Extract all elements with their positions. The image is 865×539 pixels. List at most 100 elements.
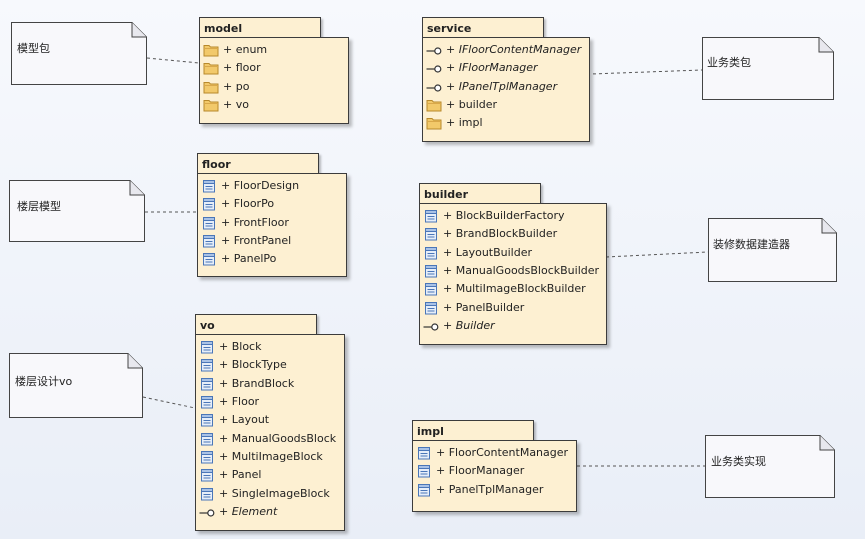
package-item[interactable]: + ManualGoodsBlockBuilder xyxy=(420,262,606,280)
connector-model xyxy=(146,57,200,64)
note-model[interactable]: 模型包 xyxy=(11,22,147,85)
class-icon xyxy=(199,487,215,501)
package-item[interactable]: + floor xyxy=(200,59,348,77)
package-item[interactable]: + SingleImageBlock xyxy=(196,484,344,502)
interface-icon xyxy=(426,80,442,94)
package-item[interactable]: + FloorPo xyxy=(198,195,346,213)
package-item[interactable]: + PanelTplManager xyxy=(413,481,576,499)
package-item-label: + SingleImageBlock xyxy=(219,486,330,500)
interface-icon xyxy=(423,319,439,333)
note-builder[interactable]: 装修数据建造器 xyxy=(708,218,837,282)
package-item[interactable]: + LayoutBuilder xyxy=(420,244,606,262)
package-item[interactable]: + IFloorContentManager xyxy=(423,41,589,59)
package-service[interactable]: service+ IFloorContentManager+ IFloorMan… xyxy=(422,17,590,142)
package-body: + IFloorContentManager + IFloorManager + I… xyxy=(422,37,590,142)
folder-icon xyxy=(203,98,219,112)
package-item[interactable]: + FrontFloor xyxy=(198,214,346,232)
package-item[interactable]: + po xyxy=(200,78,348,96)
package-item[interactable]: + Builder xyxy=(420,317,606,335)
package-item-label: + FrontPanel xyxy=(221,234,292,248)
package-item[interactable]: + impl xyxy=(423,114,589,132)
package-item-label: + ManualGoodsBlock xyxy=(219,431,337,445)
package-item-label: + MultiImageBlockBuilder xyxy=(443,282,586,296)
package-item[interactable]: + enum xyxy=(200,41,348,59)
package-item-label: + MultiImageBlock xyxy=(219,449,323,463)
package-item[interactable]: + FloorDesign xyxy=(198,177,346,195)
note-service[interactable]: 业务类包 xyxy=(702,37,834,100)
package-body: + Block + BlockType + BrandBlock + Floor + L… xyxy=(195,334,345,531)
class-icon xyxy=(199,468,215,482)
package-item[interactable]: + IPanelTplManager xyxy=(423,78,589,96)
package-item-label: + po xyxy=(223,79,250,93)
package-item[interactable]: + builder xyxy=(423,96,589,114)
class-icon xyxy=(416,483,432,497)
package-item[interactable]: + PanelBuilder xyxy=(420,298,606,316)
package-item[interactable]: + ManualGoodsBlock xyxy=(196,429,344,447)
note-floor-text: 楼层模型 xyxy=(17,200,61,213)
package-item[interactable]: + Element xyxy=(196,503,344,521)
package-item-label: + Element xyxy=(219,504,278,518)
package-item[interactable]: + IFloorManager xyxy=(423,59,589,77)
package-item[interactable]: + MultiImageBlockBuilder xyxy=(420,280,606,298)
package-title: floor xyxy=(197,153,319,174)
package-title: impl xyxy=(412,420,534,441)
package-item-label: + BlockBuilderFactory xyxy=(443,209,565,223)
package-item-label: + BrandBlockBuilder xyxy=(443,227,558,241)
connector-vo xyxy=(142,396,196,409)
package-item[interactable]: + Floor xyxy=(196,393,344,411)
package-item[interactable]: + BrandBlock xyxy=(196,375,344,393)
class-icon xyxy=(423,301,439,315)
class-icon xyxy=(201,252,217,266)
package-item[interactable]: + BlockBuilderFactory xyxy=(420,207,606,225)
package-item[interactable]: + FrontPanel xyxy=(198,232,346,250)
package-vo[interactable]: vo+ Block+ BlockType+ BrandBlock+ Floor+… xyxy=(195,314,345,531)
package-item-label: + IFloorManager xyxy=(446,61,538,75)
connector-builder xyxy=(605,251,709,258)
interface-icon xyxy=(426,43,442,57)
package-item-label: + FloorManager xyxy=(436,464,525,478)
package-title: model xyxy=(199,17,321,38)
package-body: + enum + floor + po + vo xyxy=(199,37,349,124)
package-item[interactable]: + FloorManager xyxy=(413,462,576,480)
note-service-text: 业务类包 xyxy=(707,56,751,69)
package-item[interactable]: + Block xyxy=(196,338,344,356)
package-item-label: + PanelTplManager xyxy=(436,482,544,496)
package-item[interactable]: + PanelPo xyxy=(198,250,346,268)
note-vo[interactable]: 楼层设计vo xyxy=(9,353,143,418)
class-icon xyxy=(199,340,215,354)
note-impl-text: 业务类实现 xyxy=(711,455,766,468)
package-item-label: + floor xyxy=(223,61,261,75)
package-item-label: + FloorDesign xyxy=(221,179,300,193)
package-item[interactable]: + BlockType xyxy=(196,356,344,374)
package-item[interactable]: + Layout xyxy=(196,411,344,429)
package-impl[interactable]: impl + FloorContentManager + FloorManager +… xyxy=(412,420,577,512)
package-title: builder xyxy=(419,183,541,204)
package-item-label: + Block xyxy=(219,340,262,354)
package-item-label: + Floor xyxy=(219,395,260,409)
folder-icon xyxy=(203,43,219,57)
package-item[interactable]: + Panel xyxy=(196,466,344,484)
package-item[interactable]: + BrandBlockBuilder xyxy=(420,225,606,243)
class-icon xyxy=(423,209,439,223)
package-item-label: + PanelBuilder xyxy=(443,300,525,314)
package-body: + FloorDesign + FloorPo + FrontFloor + Fron… xyxy=(197,173,347,277)
package-builder[interactable]: builder + BlockBuilderFactory + BrandBlock… xyxy=(419,183,607,345)
package-item[interactable]: + MultiImageBlock xyxy=(196,448,344,466)
package-floor[interactable]: floor+ FloorDesign+ FloorPo+ FrontFloor+… xyxy=(197,153,347,277)
note-floor[interactable]: 楼层模型 xyxy=(9,180,145,242)
class-icon xyxy=(201,197,217,211)
package-item-label: + vo xyxy=(223,98,249,112)
package-item-label: + Panel xyxy=(219,468,262,482)
package-model[interactable]: model + enum + floor + po + vo xyxy=(199,17,349,124)
folder-icon xyxy=(426,116,442,130)
note-impl[interactable]: 业务类实现 xyxy=(705,435,835,498)
package-item-label: + LayoutBuilder xyxy=(443,245,533,259)
package-item[interactable]: + FloorContentManager xyxy=(413,444,576,462)
class-icon xyxy=(199,450,215,464)
package-item-label: + IPanelTplManager xyxy=(446,79,558,93)
package-item-label: + BrandBlock xyxy=(219,376,295,390)
class-icon xyxy=(423,282,439,296)
package-item[interactable]: + vo xyxy=(200,96,348,114)
package-item-label: + FloorPo xyxy=(221,197,275,211)
